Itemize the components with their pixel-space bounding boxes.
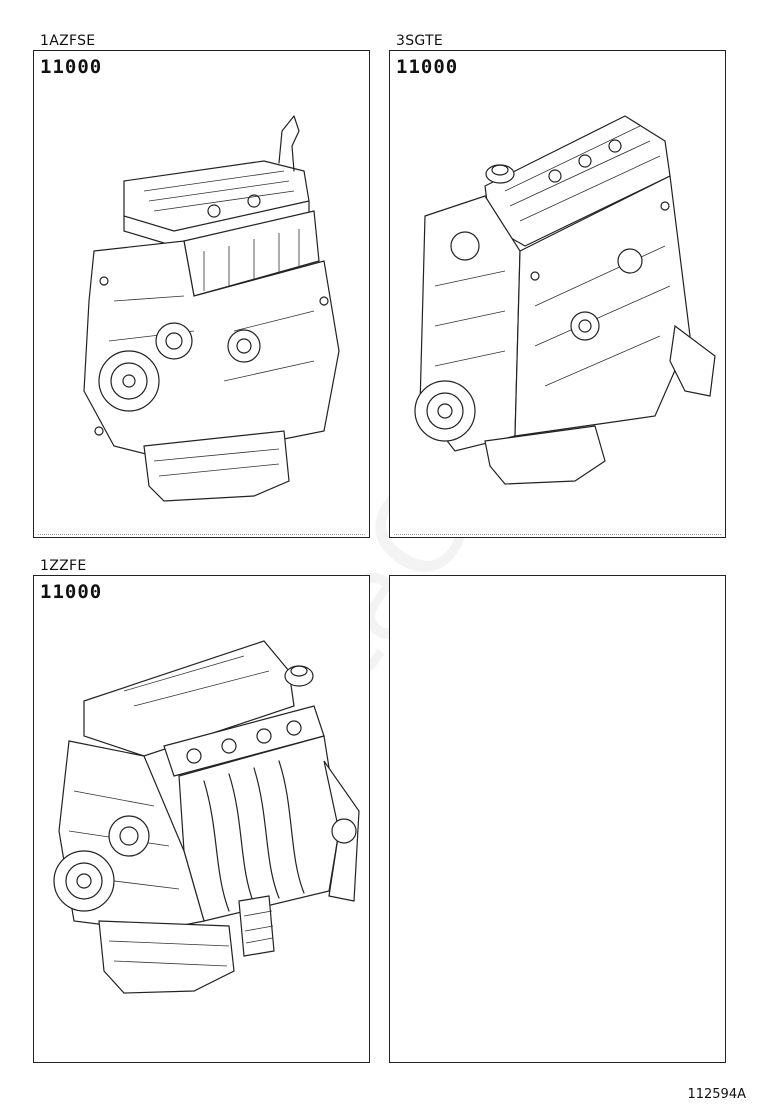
panel-baseline [394, 534, 721, 535]
part-number: 11000 [40, 581, 103, 603]
engine-illustration-1zzfe [53, 640, 360, 994]
engine-illustration-3sgte [414, 115, 716, 485]
parts-panel-1azfse[interactable]: 11000 [33, 50, 370, 538]
parts-panel-empty [389, 575, 726, 1063]
parts-panel-3sgte[interactable]: 11000 [389, 50, 726, 538]
part-number: 11000 [396, 56, 459, 78]
panel-baseline [38, 534, 365, 535]
engine-illustration-1azfse [83, 115, 340, 502]
parts-panel-1zzfe[interactable]: 11000 [33, 575, 370, 1063]
engine-label-1zzfe: 1ZZFE [40, 558, 87, 574]
diagram-id: 112594A [687, 1087, 746, 1102]
engine-label-3sgte: 3SGTE [396, 33, 444, 49]
part-number: 11000 [40, 56, 103, 78]
engine-label-1azfse: 1AZFSE [40, 33, 96, 49]
